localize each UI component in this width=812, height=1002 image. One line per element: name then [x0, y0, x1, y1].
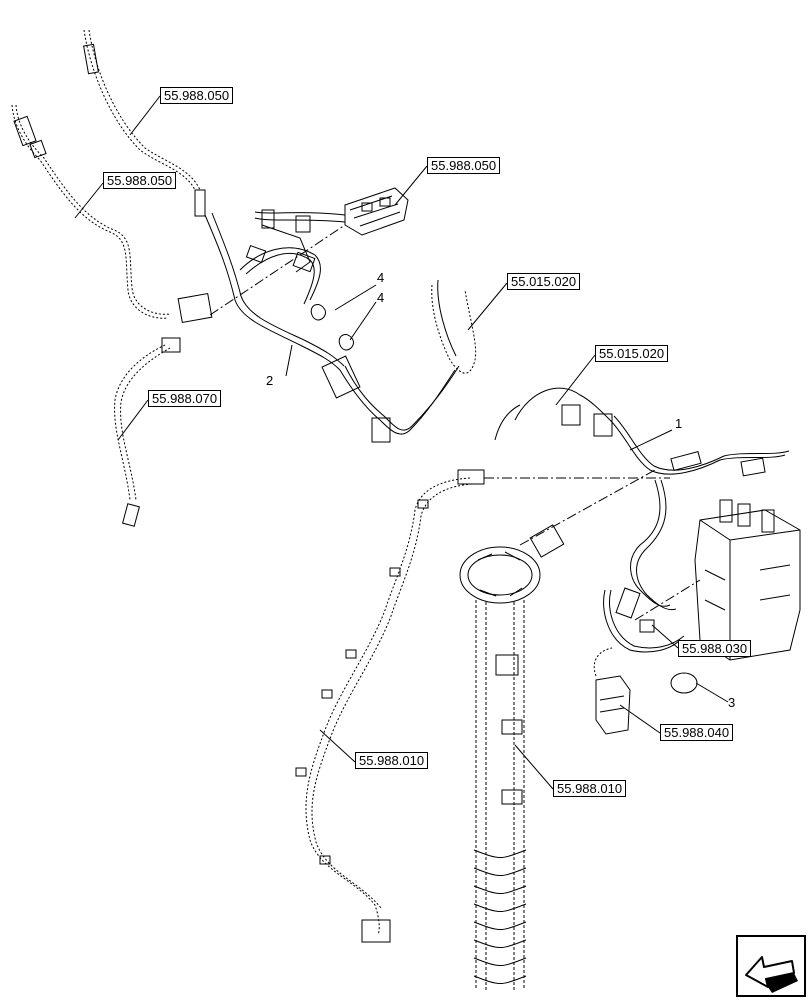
small-valve: [593, 647, 631, 735]
sensor-lead-upper-left: [11, 104, 171, 319]
level-sender-assembly: [459, 524, 565, 990]
connection-lines: [209, 224, 701, 621]
item-number-4: 4: [377, 290, 385, 305]
reference-label[interactable]: 55.988.030: [678, 640, 752, 657]
reference-label[interactable]: 55.988.050: [103, 172, 177, 189]
item-number-4: 4: [377, 270, 385, 285]
o-ring: [670, 672, 698, 694]
reference-label[interactable]: 55.988.010: [553, 780, 627, 797]
long-lead-vertical: [295, 469, 485, 943]
valve-block: [694, 499, 801, 661]
cable-loop-upper-right: [431, 279, 477, 374]
reference-label[interactable]: 55.015.020: [595, 345, 669, 362]
previous-page-arrow-icon[interactable]: [736, 935, 806, 997]
sensor-lead-lower-left: [114, 337, 181, 527]
item-number-1: 1: [675, 416, 683, 431]
sensor-lead-top: [83, 29, 206, 217]
reference-label[interactable]: 55.988.070: [148, 390, 222, 407]
reference-label[interactable]: 55.015.020: [507, 273, 581, 290]
reference-label[interactable]: 55.988.010: [355, 752, 429, 769]
right-harness: [494, 387, 790, 653]
ecu-module: [344, 187, 409, 236]
grommets: [310, 304, 354, 351]
item-number-2: 2: [266, 373, 274, 388]
leader-lines: [74, 95, 729, 790]
item-number-3: 3: [728, 695, 736, 710]
main-harness-upper: [177, 209, 460, 443]
reference-label[interactable]: 55.988.050: [160, 87, 234, 104]
reference-label[interactable]: 55.988.050: [427, 157, 501, 174]
reference-label[interactable]: 55.988.040: [660, 724, 734, 741]
